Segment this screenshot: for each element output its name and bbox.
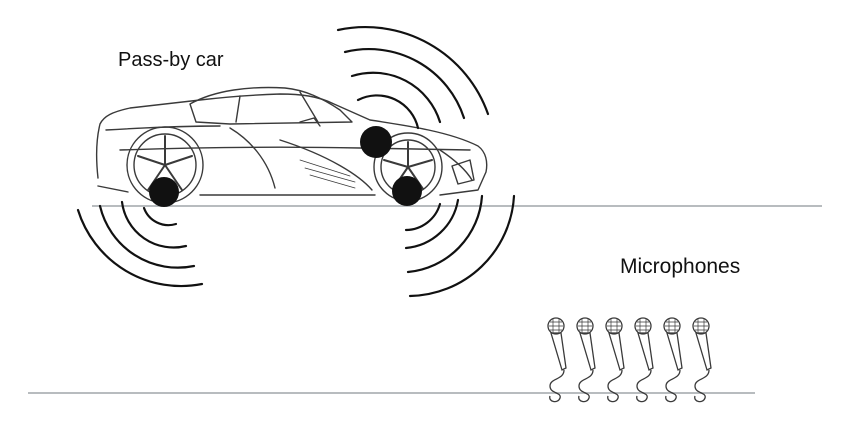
noise-source-icon xyxy=(392,176,422,206)
microphone-icon xyxy=(547,317,567,403)
microphone-icon xyxy=(663,317,683,403)
sound-wave-icon xyxy=(404,194,516,298)
microphone-icon xyxy=(692,317,712,403)
noise-source-icon xyxy=(360,126,392,158)
noise-source-icon xyxy=(149,177,179,207)
microphones-label: Microphones xyxy=(620,255,741,278)
sound-wave-icon xyxy=(76,200,204,288)
microphone-icon xyxy=(634,317,654,403)
microphone-icon xyxy=(576,317,596,403)
microphone-icon xyxy=(605,317,625,403)
car-label: Pass-by car xyxy=(118,49,224,71)
microphone-array xyxy=(547,317,712,403)
sound-wave-icon xyxy=(336,25,490,130)
